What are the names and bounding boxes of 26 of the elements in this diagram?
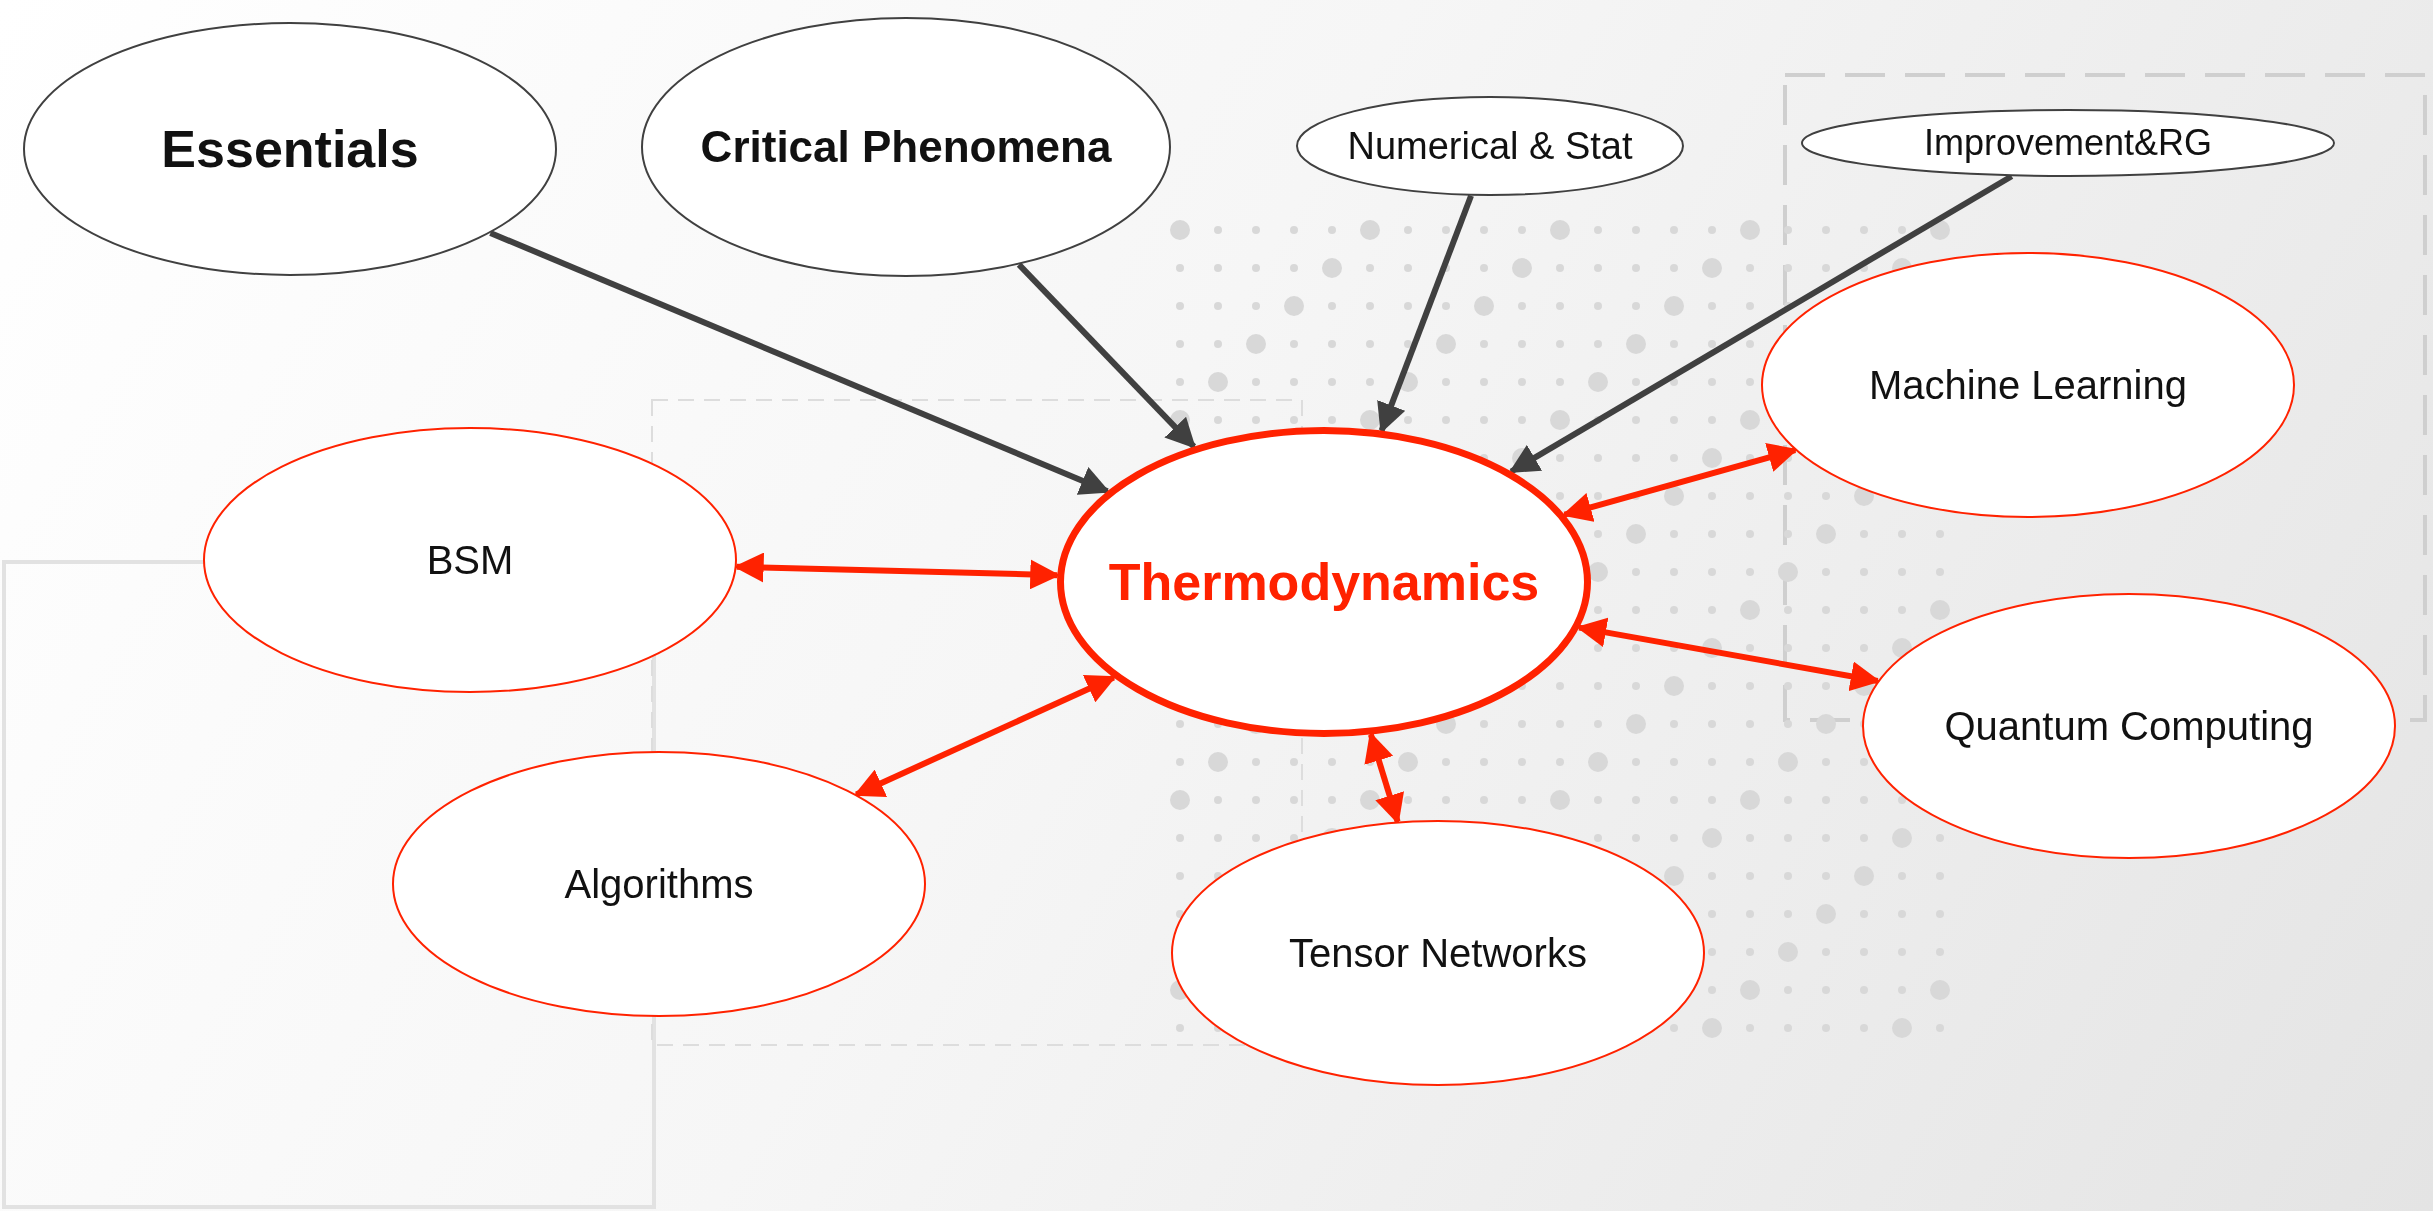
topic-label: Quantum Computing — [1944, 703, 2314, 749]
topic-ellipse — [1171, 820, 1705, 1086]
topic-ellipse — [641, 17, 1171, 277]
topic-label: Machine Learning — [1869, 362, 2187, 408]
topic-label: Numerical & Stat — [1347, 124, 1633, 168]
arrow — [1508, 173, 2014, 475]
topic-label: Essentials — [161, 119, 419, 179]
arrow — [489, 230, 1111, 495]
arrow — [1016, 262, 1197, 449]
topic-ellipse — [1862, 593, 2396, 859]
topic-ellipse — [23, 22, 557, 276]
topic-label: Critical Phenomena — [700, 122, 1112, 172]
topic-label: Improvement&RG — [1923, 122, 2213, 164]
topic-ellipse — [1057, 427, 1591, 737]
topic-label: BSM — [426, 537, 514, 583]
topic-label: Tensor Networks — [1289, 930, 1587, 976]
topic-label: Algorithms — [564, 861, 754, 907]
topic-ellipse — [1296, 96, 1684, 196]
topic-ellipse — [392, 751, 926, 1017]
arrow — [853, 674, 1117, 798]
arrow — [1561, 442, 1799, 522]
topic-label: Thermodynamics — [1108, 552, 1540, 612]
topic-ellipse — [1801, 109, 2335, 177]
topic-ellipse — [203, 427, 737, 693]
arrow — [1576, 617, 1881, 692]
topic-ellipse — [1761, 252, 2295, 518]
